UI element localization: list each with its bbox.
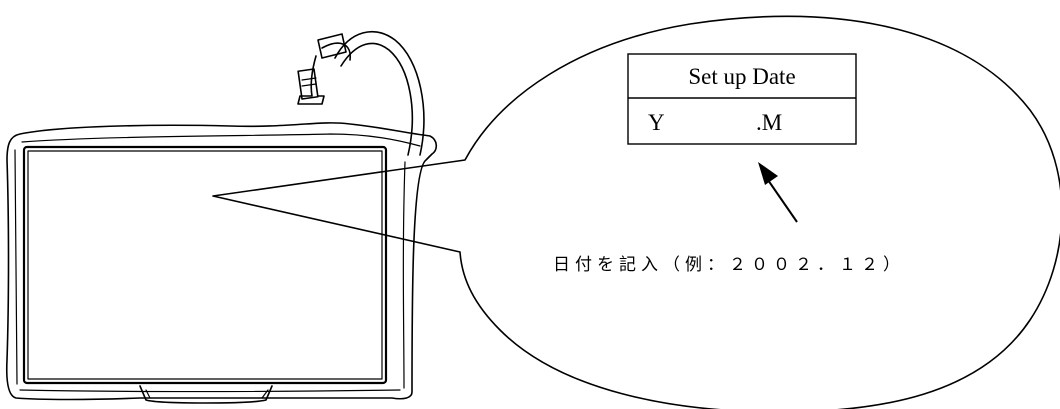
bottom-tab (139, 385, 273, 404)
label-month-marker: .M (756, 110, 782, 135)
panel-cover-outline (5, 122, 438, 401)
panel-cover-inner (14, 133, 421, 393)
label-year-marker: Y (648, 110, 665, 135)
setup-date-label-box: Set up Date Y .M (627, 53, 857, 145)
label-header: Set up Date (688, 64, 795, 89)
display-panel (22, 145, 388, 385)
display-panel-inner (27, 150, 383, 380)
connector-plug (297, 55, 325, 105)
instruction-note: 日付を記入（例：２００２．１２） (553, 255, 905, 275)
cable (317, 30, 425, 156)
callout-bubble (212, 15, 1060, 409)
pointer-arrow (758, 162, 798, 223)
